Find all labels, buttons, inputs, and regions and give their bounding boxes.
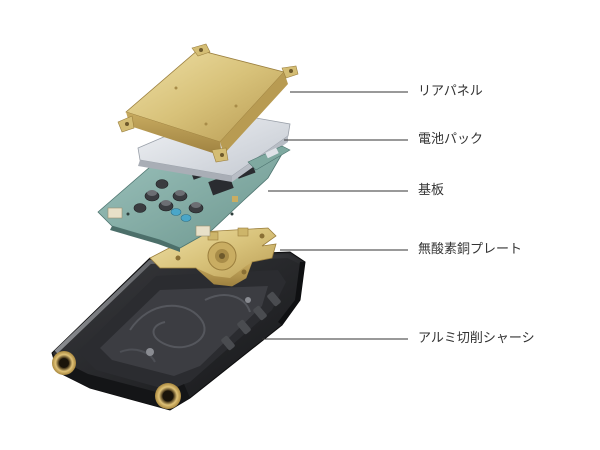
callout-battery-pack: 電池パック — [418, 132, 484, 147]
callout-copper-plate: 無酸素銅プレート — [418, 242, 523, 257]
callout-circuit-board: 基板 — [418, 183, 445, 198]
callout-rear-panel: リアパネル — [418, 84, 483, 99]
rear-panel — [117, 43, 299, 163]
aluminum-chassis — [51, 251, 306, 411]
callout-aluminum-chassis: アルミ切削シャーシ — [418, 331, 535, 346]
leader-lines — [262, 91, 408, 340]
